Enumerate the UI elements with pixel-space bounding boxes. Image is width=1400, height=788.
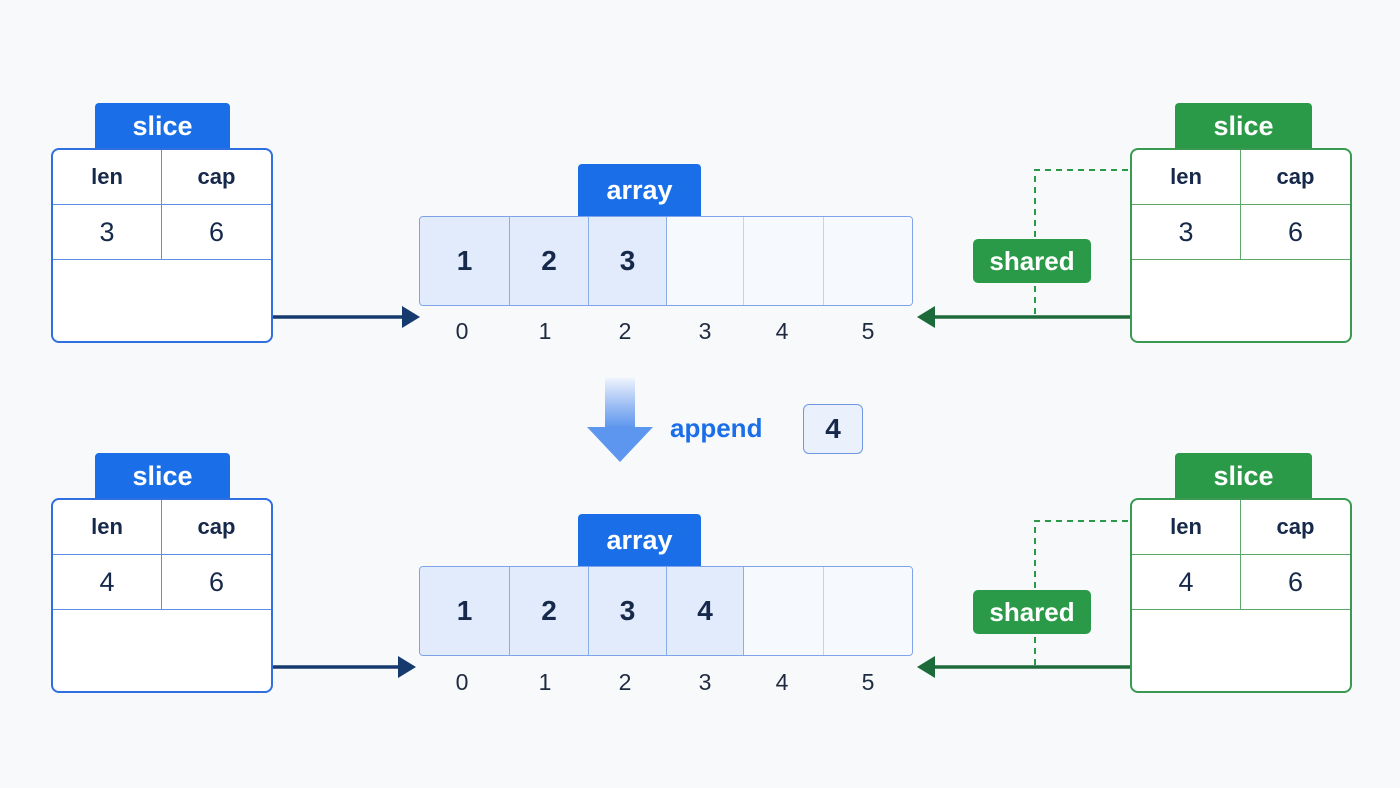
append-label: append: [670, 413, 763, 443]
shared-badge-bottom: shared: [973, 590, 1091, 634]
top-left-slice-header: len cap 3 6: [51, 148, 273, 343]
bottom-array-title: array: [578, 514, 701, 567]
append-value-box: 4: [803, 404, 863, 454]
array-cell-5: [824, 217, 912, 305]
array-cell-2: 3: [589, 217, 667, 305]
cap-label: cap: [197, 164, 236, 189]
array-index: 2: [618, 669, 632, 695]
cap-value: 6: [208, 216, 225, 247]
bottom-array: 1 2 3 4: [419, 566, 913, 656]
array-cell-5: [824, 567, 912, 655]
array-index: 5: [861, 669, 875, 695]
top-right-slice-title: slice: [1175, 103, 1312, 149]
bottom-left-slice-header: len cap 4 6: [51, 498, 273, 693]
array-index: 3: [698, 318, 712, 344]
array-cell-4: [744, 567, 824, 655]
array-cell-2: 3: [589, 567, 667, 655]
len-label: len: [1132, 150, 1241, 204]
len-value: 3: [1132, 205, 1241, 259]
top-array: 1 2 3: [419, 216, 913, 306]
len-value: 4: [53, 555, 162, 609]
cap-label: cap: [1276, 164, 1315, 189]
cap-value: 6: [1287, 216, 1304, 247]
array-index: 0: [455, 318, 469, 344]
shared-badge-top: shared: [973, 239, 1091, 283]
array-cell-0: 1: [420, 217, 510, 305]
array-index: 4: [775, 318, 789, 344]
array-cell-3: 4: [667, 567, 744, 655]
array-cell-0: 1: [420, 567, 510, 655]
cap-value: 6: [1287, 566, 1304, 597]
len-label: len: [53, 150, 162, 204]
append-down-arrow-icon: [587, 378, 653, 462]
bottom-right-slice-header: len cap 4 6: [1130, 498, 1352, 693]
array-index: 1: [538, 669, 552, 695]
array-index: 4: [775, 669, 789, 695]
array-cell-1: 2: [510, 217, 589, 305]
len-label: len: [1132, 500, 1241, 554]
top-right-slice-header: len cap 3 6: [1130, 148, 1352, 343]
array-index: 0: [455, 669, 469, 695]
array-cell-1: 2: [510, 567, 589, 655]
array-cell-3: [667, 217, 744, 305]
len-value: 3: [53, 205, 162, 259]
bottom-left-slice-title: slice: [95, 453, 230, 499]
cap-label: cap: [1276, 514, 1315, 539]
top-array-title: array: [578, 164, 701, 217]
array-index: 5: [861, 318, 875, 344]
array-index: 1: [538, 318, 552, 344]
cap-label: cap: [197, 514, 236, 539]
len-value: 4: [1132, 555, 1241, 609]
bottom-right-slice-title: slice: [1175, 453, 1312, 499]
top-left-slice-title: slice: [95, 103, 230, 149]
array-cell-4: [744, 217, 824, 305]
cap-value: 6: [208, 566, 225, 597]
len-label: len: [53, 500, 162, 554]
array-index: 3: [698, 669, 712, 695]
array-index: 2: [618, 318, 632, 344]
